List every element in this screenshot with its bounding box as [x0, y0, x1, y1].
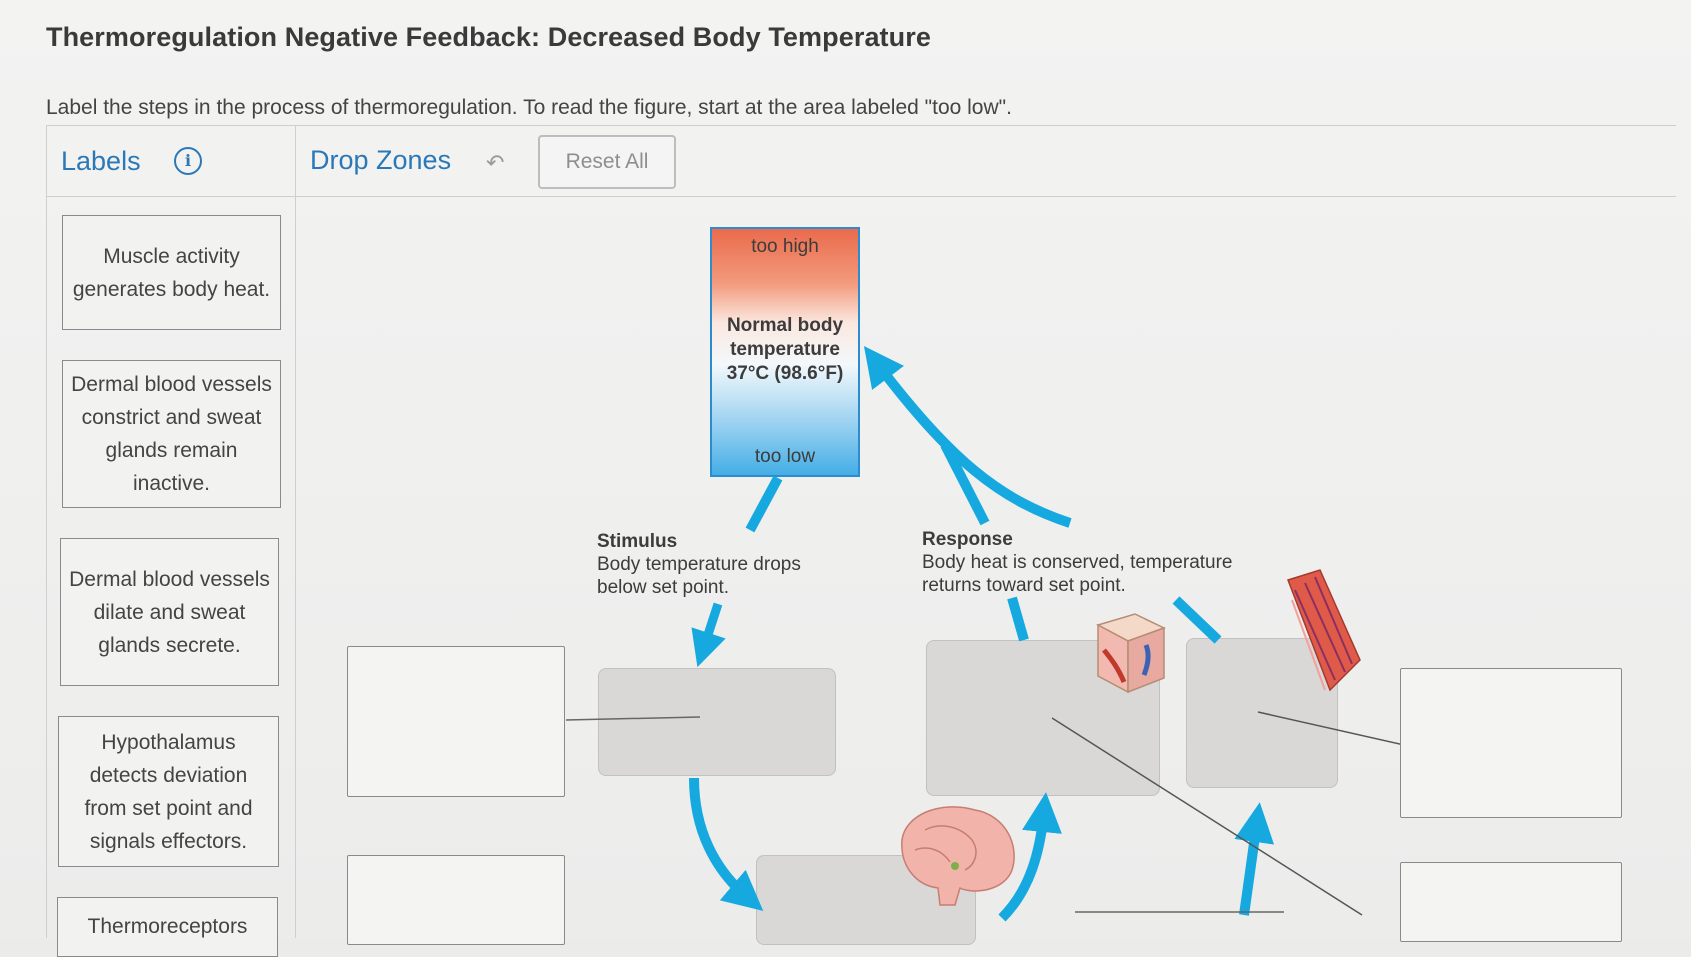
panel-top-divider: [46, 125, 1676, 126]
label-card-text: Dermal blood vessels dilate and sweat gl…: [69, 567, 270, 657]
too-high-label: too high: [751, 236, 819, 257]
label-card[interactable]: Muscle activity generates body heat.: [62, 215, 281, 330]
response-description: Body heat is conserved, temperature retu…: [922, 552, 1233, 596]
undo-icon[interactable]: ↶: [486, 150, 505, 175]
leader-line-skin: [1051, 717, 1363, 916]
stimulus-heading: Stimulus: [597, 531, 678, 552]
arrow-return-normal: [863, 346, 1072, 528]
leader-line-muscle: [1257, 711, 1405, 746]
label-card[interactable]: Dermal blood vessels constrict and sweat…: [62, 360, 281, 508]
muscle-illustration: [1287, 569, 1361, 692]
figure-box-stimulus: [598, 668, 836, 776]
arrow-muscle-response: [1172, 596, 1222, 644]
arrow-stimulus-down: [691, 602, 726, 668]
instructions: Label the steps in the process of thermo…: [46, 96, 1012, 119]
arrow-to-muscle: [1234, 802, 1275, 916]
stimulus-description: Body temperature drops below set point.: [597, 554, 801, 598]
labels-heading: Labels: [61, 146, 141, 176]
label-card[interactable]: Hypothalamus detects deviation from set …: [58, 716, 279, 867]
arrow-response-branch: [940, 442, 990, 526]
leader-line-stimulus: [565, 716, 701, 721]
label-card-text: Dermal blood vessels constrict and sweat…: [71, 373, 272, 495]
label-card-text: Thermoreceptors: [87, 915, 248, 938]
drop-zone-stimulus[interactable]: [347, 646, 565, 797]
drop-zones-heading: Drop Zones: [310, 145, 452, 175]
skin-illustration: [1096, 613, 1166, 694]
labels-column: [46, 126, 296, 938]
drop-zone-control-center[interactable]: [347, 855, 565, 945]
brain-illustration: [901, 806, 1015, 906]
arrow-too-low: [745, 475, 783, 533]
response-text: Response Body heat is conserved, tempera…: [922, 528, 1282, 597]
page-title: Thermoregulation Negative Feedback: Decr…: [46, 22, 931, 52]
response-heading: Response: [922, 529, 1013, 550]
panel-header-divider: [46, 196, 1676, 197]
arrow-to-skin: [998, 792, 1062, 922]
label-card[interactable]: Dermal blood vessels dilate and sweat gl…: [60, 538, 279, 686]
normal-temp-label: Normal body temperature 37°C (98.6°F): [726, 315, 844, 384]
label-card-text: Hypothalamus detects deviation from set …: [84, 730, 253, 853]
label-card-text: Muscle activity generates body heat.: [72, 244, 271, 301]
arrow-to-control-center: [689, 777, 764, 911]
too-low-label: too low: [754, 446, 816, 467]
reset-all-button[interactable]: Reset All: [538, 135, 676, 189]
drop-zone-bottom-right[interactable]: [1400, 862, 1622, 942]
temperature-scale: too high Normal body temperature 37°C (9…: [710, 227, 860, 477]
info-icon[interactable]: i: [174, 147, 202, 175]
stimulus-text: Stimulus Body temperature drops below se…: [597, 530, 827, 599]
arrow-skin-response: [1007, 596, 1029, 642]
drop-zone-muscle[interactable]: [1400, 668, 1622, 818]
